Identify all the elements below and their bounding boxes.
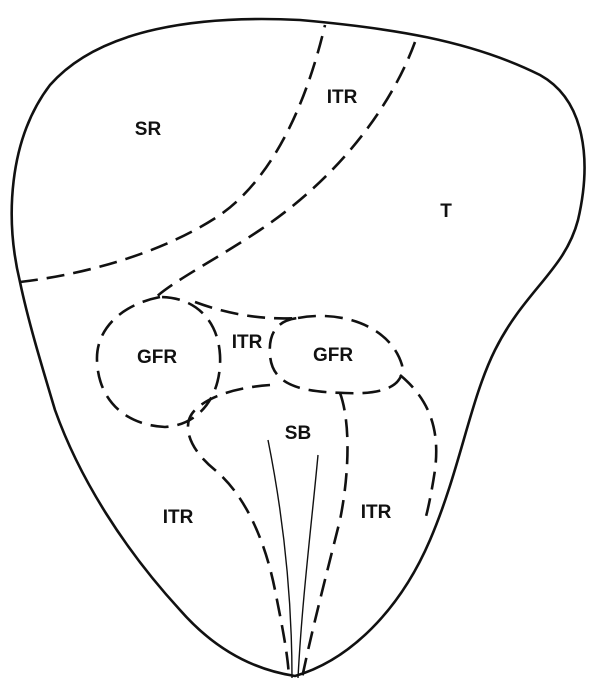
- label-itr-lower-right: ITR: [361, 502, 392, 523]
- label-t: T: [440, 201, 452, 222]
- itr-middle-top-boundary: [195, 302, 298, 318]
- label-gfr-right: GFR: [313, 345, 353, 366]
- itr-right-outer-boundary: [400, 375, 436, 520]
- label-sb: SB: [285, 423, 311, 444]
- stalk-line-right: [298, 455, 318, 678]
- label-itr-upper: ITR: [327, 87, 358, 108]
- label-itr-lower-left: ITR: [163, 507, 194, 528]
- sr-itr-boundary: [20, 25, 325, 282]
- itr-t-boundary: [155, 42, 415, 298]
- label-itr-middle: ITR: [232, 332, 263, 353]
- label-sr: SR: [135, 119, 162, 140]
- label-gfr-left: GFR: [137, 347, 177, 368]
- stalk-line-left: [268, 440, 292, 678]
